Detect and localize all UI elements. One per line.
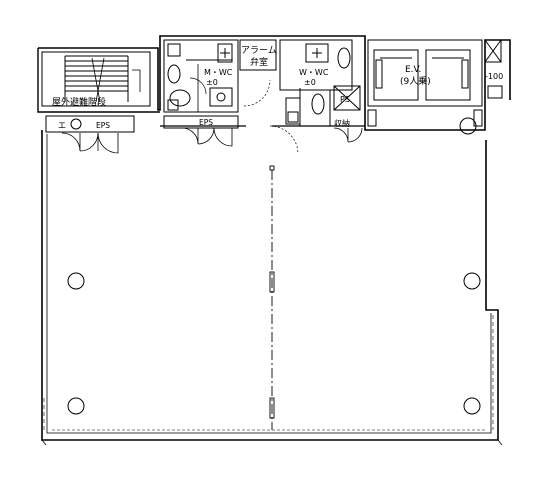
elevator-shafts — [367, 39, 483, 135]
label-wwc-1: W・WC — [299, 68, 329, 77]
office-outer-wall — [41, 130, 503, 446]
label-level: -100 — [485, 72, 503, 81]
label-alarm-2: 弁室 — [250, 56, 268, 68]
label-e-left: エ — [58, 121, 66, 130]
center-partition-line — [269, 165, 275, 430]
label-ps: PS — [340, 95, 350, 104]
column-left-bottom — [67, 397, 85, 415]
label-alarm-1: アラーム — [241, 45, 277, 56]
alarm-valve-room — [239, 39, 299, 155]
ps-shaft — [333, 85, 363, 143]
label-mwc-left-1: M・WC — [204, 68, 233, 77]
label-outdoor-stair: 屋外避難階段 — [52, 96, 106, 108]
column-right-mid — [463, 272, 481, 290]
column-right-bottom — [463, 397, 481, 415]
column-left-mid — [67, 272, 85, 290]
label-ev-1: E.V. — [405, 65, 421, 75]
mens-wc-room — [163, 39, 239, 147]
womens-wc-room — [279, 39, 353, 126]
label-storage: 収納 — [334, 118, 350, 128]
label-ev-2: (9人乗) — [400, 75, 431, 87]
label-eps-left: EPS — [96, 121, 110, 130]
outdoor-evacuation-stair — [41, 51, 151, 107]
level-step-area — [484, 39, 503, 99]
label-eps-center: EPS — [199, 118, 213, 127]
label-wwc-2: ±0 — [304, 78, 316, 87]
eps-left-room — [45, 115, 135, 154]
label-mwc-left-2: ±0 — [206, 78, 218, 87]
